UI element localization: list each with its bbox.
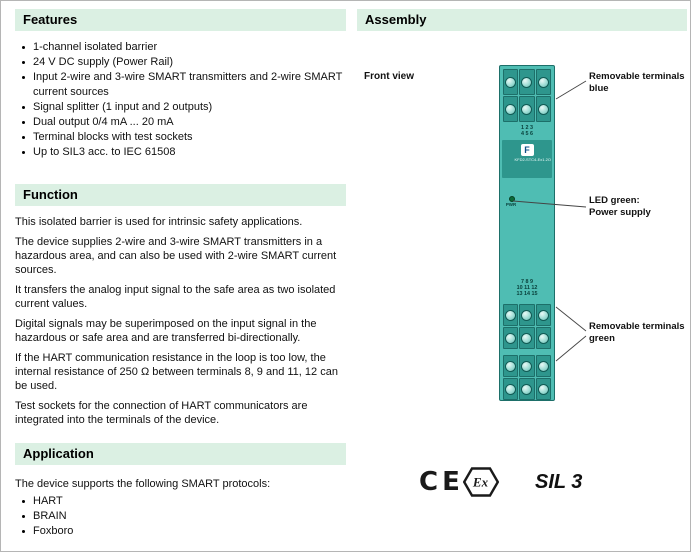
terminal-screw	[503, 304, 519, 326]
terminal-number-row: 7 8 9	[520, 278, 534, 284]
terminal-row-green	[503, 304, 551, 326]
top-terminal-numbers: 1 2 3 4 5 6	[511, 124, 543, 136]
protocol-item: Foxboro	[20, 524, 346, 539]
feature-item: 24 V DC supply (Power Rail)	[20, 55, 346, 70]
function-text: This isolated barrier is used for intrin…	[15, 215, 346, 427]
function-paragraph: It transfers the analog input signal to …	[15, 284, 336, 310]
terminal-screw	[535, 304, 551, 326]
terminal-screw	[535, 355, 551, 377]
terminal-screw	[503, 69, 519, 95]
function-paragraph: Test sockets for the connection of HART …	[15, 400, 308, 426]
terminal-screw	[519, 327, 535, 349]
right-column: Assembly Front view 1 2 3 4 5 6	[357, 9, 687, 547]
application-list: HART BRAIN Foxboro	[20, 494, 346, 539]
terminal-number-row: 13 14 15	[516, 290, 538, 296]
feature-item: Input 2-wire and 3-wire SMART transmitte…	[20, 70, 346, 100]
function-heading: Function	[15, 184, 346, 206]
callout-line-text: Power supply	[589, 206, 651, 218]
terminal-screw	[519, 304, 535, 326]
terminal-screw	[535, 327, 551, 349]
feature-item: Up to SIL3 acc. to IEC 61508	[20, 145, 346, 160]
assembly-heading: Assembly	[357, 9, 687, 31]
ce-mark: CE	[419, 467, 464, 497]
terminal-row-green	[503, 378, 551, 400]
callout-line-text: blue	[589, 82, 609, 94]
sil3-mark: SIL 3	[535, 471, 583, 493]
terminal-screw	[535, 96, 551, 122]
callout-line-green-terminals-1	[555, 306, 587, 332]
features-heading: Features	[15, 9, 346, 31]
terminal-row-green	[503, 327, 551, 349]
features-list: 1-channel isolated barrier 24 V DC suppl…	[20, 40, 346, 160]
pepperl-fuchs-logo: F	[520, 144, 534, 156]
terminal-number-row: 10 11 12	[516, 284, 538, 290]
callout-line-blue-terminals	[555, 80, 587, 100]
left-column: Features 1-channel isolated barrier 24 V…	[15, 9, 346, 539]
callout-line-text: Removable terminals	[589, 321, 685, 332]
terminal-number-row: 4 5 6	[520, 130, 534, 136]
ex-mark: Ex	[463, 467, 499, 497]
callout-line-text: green	[589, 332, 615, 344]
device-model-label: KFD2-STC4-Ex1.2O	[514, 157, 551, 162]
terminal-screw	[503, 378, 519, 400]
protocol-item: HART	[20, 494, 346, 509]
brand-panel: F KFD2-STC4-Ex1.2O	[502, 140, 552, 178]
feature-item: Dual output 0/4 mA ... 20 mA	[20, 115, 346, 130]
feature-item: 1-channel isolated barrier	[20, 40, 346, 55]
function-paragraph: This isolated barrier is used for intrin…	[15, 216, 303, 228]
terminal-screw	[503, 327, 519, 349]
terminal-screw	[535, 378, 551, 400]
callout-terminals-green: Removable terminals green	[589, 321, 685, 344]
function-paragraph: Digital signals may be superimposed on t…	[15, 318, 317, 344]
terminal-screw	[519, 355, 535, 377]
terminal-screw	[519, 378, 535, 400]
front-view-label: Front view	[364, 71, 415, 82]
feature-item: Signal splitter (1 input and 2 outputs)	[20, 100, 346, 115]
protocol-item: BRAIN	[20, 509, 346, 524]
terminal-row-blue	[503, 69, 551, 95]
terminal-screw	[519, 96, 535, 122]
terminal-row-green	[503, 355, 551, 377]
power-led	[509, 196, 515, 202]
output-terminal-numbers: 7 8 9 10 11 12 13 14 15	[511, 278, 543, 296]
function-paragraph: If the HART communication resistance in …	[15, 352, 338, 392]
device-front-view: 1 2 3 4 5 6 F KFD2-STC4-Ex1.2O PWR 7 8 9…	[499, 65, 555, 401]
callout-line-text: Removable terminals	[589, 71, 685, 82]
terminal-screw	[503, 96, 519, 122]
application-intro: The device supports the following SMART …	[15, 478, 271, 490]
feature-item: Terminal blocks with test sockets	[20, 130, 346, 145]
function-paragraph: The device supplies 2-wire and 3-wire SM…	[15, 236, 337, 276]
application-heading: Application	[15, 443, 346, 465]
callout-led-power: LED green: Power supply	[589, 195, 685, 218]
terminal-screw	[503, 355, 519, 377]
terminal-row-blue	[503, 96, 551, 122]
ex-mark-label: Ex	[472, 475, 489, 490]
callout-line-green-terminals-2	[555, 335, 587, 362]
terminal-screw	[535, 69, 551, 95]
terminal-number-row: 1 2 3	[520, 124, 534, 130]
ex-hexagon	[463, 467, 499, 497]
callout-line-text: LED green:	[589, 195, 640, 206]
power-led-label: PWR	[505, 202, 517, 207]
terminal-screw	[519, 69, 535, 95]
callout-terminals-blue: Removable terminals blue	[589, 71, 685, 94]
